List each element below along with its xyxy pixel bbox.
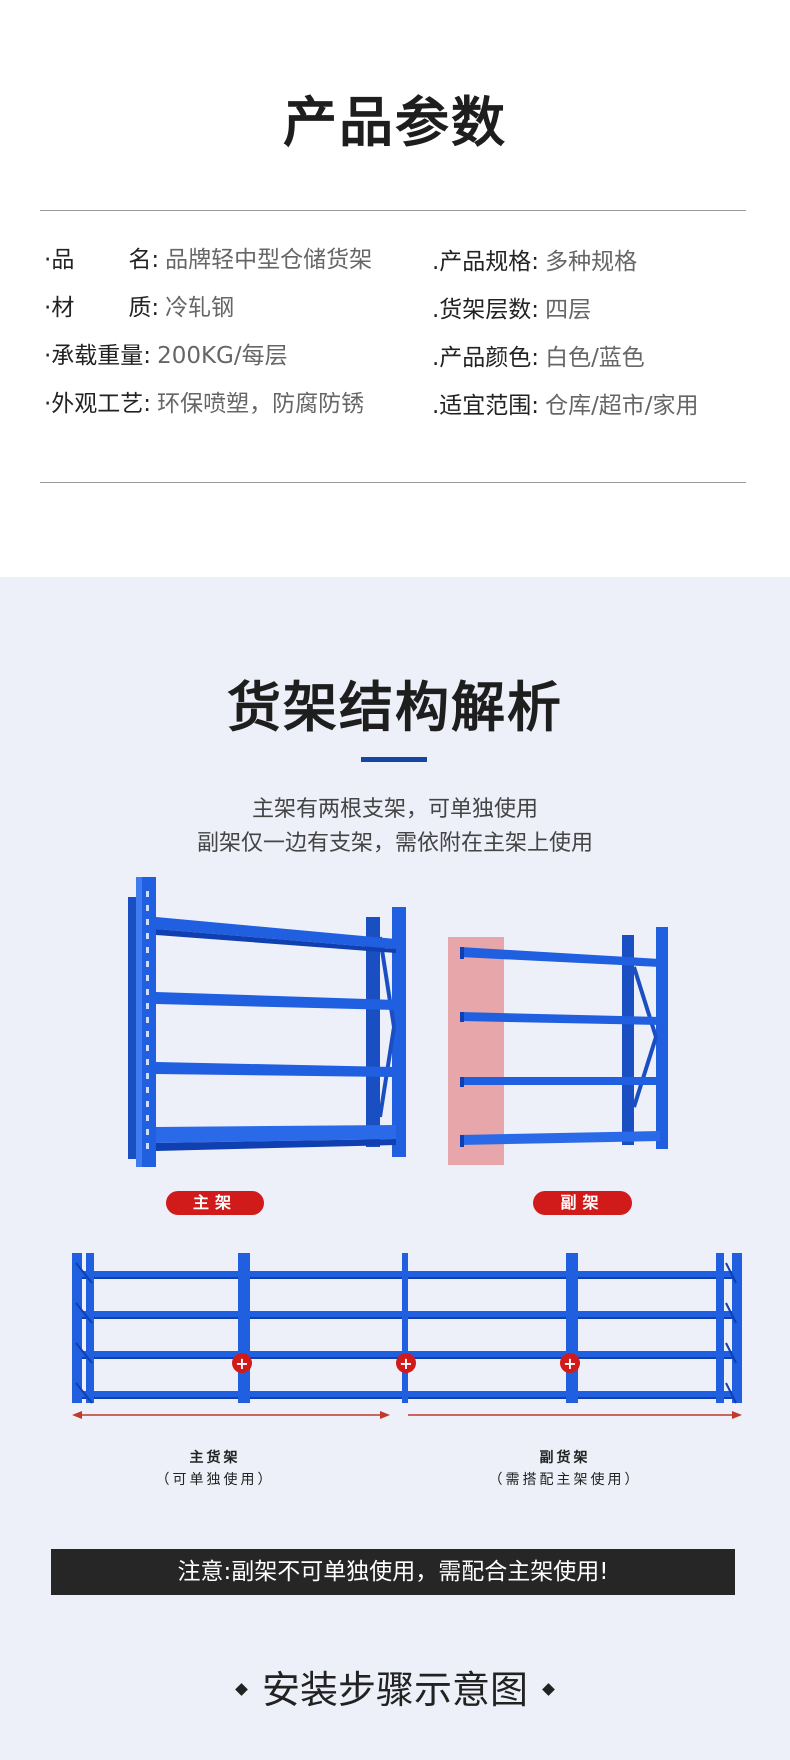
param-label: ·外观工艺: (44, 391, 152, 417)
diamond-right-icon (542, 1683, 555, 1696)
main-rack-measure-arrow (72, 1411, 390, 1419)
param-left-3: ·外观工艺:环保喷塑，防腐防锈 (44, 384, 364, 418)
combined-rack-row-image: + + + (72, 1253, 742, 1419)
param-label: ·材质: (44, 295, 160, 321)
param-label: ·品名: (44, 247, 160, 273)
sub-caption-sub: （需搭配主架使用） (488, 1472, 642, 1488)
param-left-0: ·品名:品牌轻中型仓储货架 (44, 240, 372, 274)
rack-structure-section: 货架结构解析 主架有两根支架，可单独使用 副架仅一边有支架，需依附在主架上使用 (0, 577, 790, 1760)
structure-title: 货架结构解析 (227, 676, 563, 739)
main-rack-image (128, 877, 406, 1167)
param-right-1: .货架层数:四层 (432, 290, 591, 324)
divider-top (40, 210, 746, 211)
plus-marker-1: + (232, 1353, 252, 1373)
product-params-section: 产品参数 ·品名:品牌轻中型仓储货架·材质:冷轧钢·承载重量:200KG/每层·… (0, 0, 790, 577)
param-value: 多种规格 (545, 249, 638, 275)
param-value: 冷轧钢 (165, 295, 235, 321)
param-right-3: .适宜范围:仓库/超市/家用 (432, 386, 699, 420)
param-label: .适宜范围: (432, 393, 540, 419)
main-caption-sub: （可单独使用） (155, 1472, 275, 1488)
param-value: 品牌轻中型仓储货架 (165, 247, 373, 273)
sub-rack-image (448, 927, 668, 1165)
param-value: 白色/蓝色 (545, 345, 645, 371)
param-value: 环保喷塑，防腐防锈 (157, 391, 365, 417)
svg-text:+: + (563, 1354, 576, 1373)
main-rack-badge: 主架 (166, 1191, 264, 1215)
divider-bottom (40, 482, 746, 483)
param-right-0: .产品规格:多种规格 (432, 242, 637, 276)
param-label: ·承载重量: (44, 343, 152, 369)
params-title: 产品参数 (283, 91, 507, 154)
param-value: 200KG/每层 (157, 343, 288, 369)
main-caption: 主货架 (120, 1447, 310, 1467)
plus-marker-2: + (396, 1353, 416, 1373)
sub-caption: 副货架 (470, 1447, 660, 1467)
install-title: 安装步骤示意图 (261, 1668, 528, 1712)
sub-rack-measure-arrow (408, 1411, 742, 1419)
plus-marker-3: + (560, 1353, 580, 1373)
param-value: 仓库/超市/家用 (545, 393, 699, 419)
diamond-left-icon (235, 1683, 248, 1696)
structure-desc-line2: 副架仅一边有支架，需依附在主架上使用 (196, 831, 593, 856)
sub-rack-badge: 副架 (533, 1191, 632, 1215)
param-right-2: .产品颜色:白色/蓝色 (432, 338, 645, 372)
param-left-1: ·材质:冷轧钢 (44, 288, 234, 322)
svg-text:+: + (399, 1354, 412, 1373)
install-title-wrap: 安装步骤示意图 (0, 1659, 790, 1714)
param-label: .产品颜色: (432, 345, 540, 371)
sub-caption-title: 副货架 (539, 1450, 591, 1466)
structure-desc-line1: 主架有两根支架，可单独使用 (251, 797, 538, 822)
param-value: 四层 (545, 297, 592, 323)
svg-text:+: + (235, 1354, 248, 1373)
notice-banner: 注意:副架不可单独使用，需配合主架使用! (51, 1549, 735, 1595)
param-left-2: ·承载重量:200KG/每层 (44, 336, 288, 370)
title-accent-bar (361, 757, 427, 762)
param-label: .产品规格: (432, 249, 540, 275)
param-label: .货架层数: (432, 297, 540, 323)
main-caption-title: 主货架 (189, 1450, 241, 1466)
